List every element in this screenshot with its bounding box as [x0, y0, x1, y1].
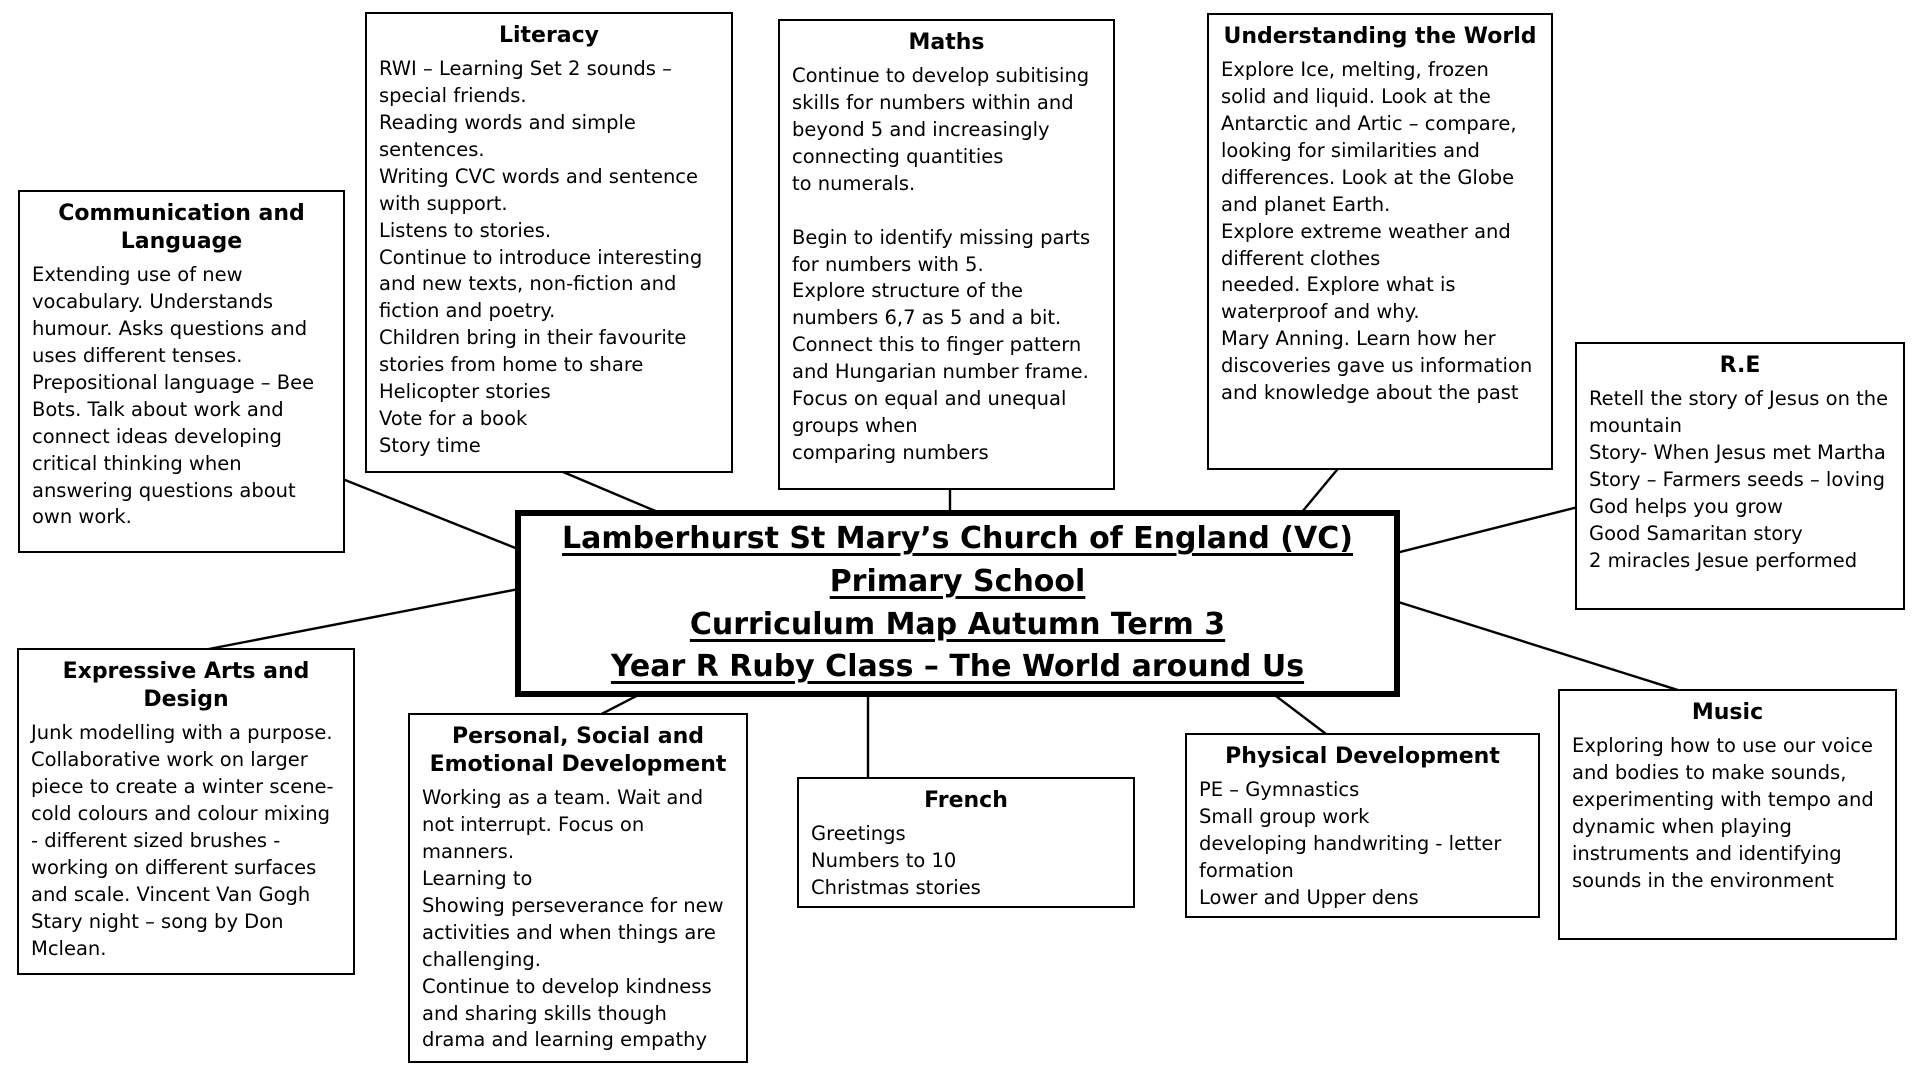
class-theme-line: Year R Ruby Class – The World around Us: [610, 649, 1305, 685]
connector-re-center: [1391, 504, 1583, 556]
map-term-line: Curriculum Map Autumn Term 3: [689, 606, 1226, 642]
box-body: Explore Ice, melting, frozen solid and l…: [1221, 58, 1533, 405]
box-title: Physical Development: [1225, 744, 1500, 769]
box-body: PE – Gymnastics Small group work develop…: [1199, 778, 1502, 909]
connector-literacy-center: [555, 467, 673, 520]
box-title: Personal, Social and Emotional Developme…: [429, 724, 727, 778]
box-title: Expressive Arts and Design: [62, 659, 310, 713]
box-body: Greetings Numbers to 10 Christmas storie…: [811, 822, 981, 899]
box-title: Maths: [908, 30, 985, 55]
box-body: Working as a team. Wait and not interrup…: [422, 786, 724, 1052]
box-body: Continue to develop subitising skills fo…: [792, 64, 1091, 464]
box-body: RWI – Learning Set 2 sounds – special fr…: [379, 57, 703, 457]
box-title: R.E: [1719, 353, 1761, 378]
subject-box-understanding-the-world: Understanding the World Explore Ice, mel…: [1207, 13, 1553, 470]
connector-comm-center: [339, 476, 529, 555]
subject-box-french: French Greetings Numbers to 10 Christmas…: [797, 777, 1135, 908]
box-body: Exploring how to use our voice and bodie…: [1572, 734, 1874, 892]
subject-box-expressive-arts-and-design: Expressive Arts and Design Junk modellin…: [17, 648, 355, 975]
box-body: Extending use of new vocabulary. Underst…: [32, 263, 315, 529]
center-title-box: Lamberhurst St Mary’s Church of England …: [515, 510, 1400, 697]
school-name-line-2: Primary School: [829, 563, 1086, 599]
box-title: Understanding the World: [1223, 24, 1537, 49]
box-title: Communication and Language: [58, 201, 305, 255]
subject-box-physical-development: Physical Development PE – Gymnastics Sma…: [1185, 733, 1540, 918]
subject-box-re: R.E Retell the story of Jesus on the mou…: [1575, 342, 1905, 610]
box-title: Music: [1691, 700, 1764, 725]
connector-utw-center: [1296, 464, 1342, 519]
box-body: Retell the story of Jesus on the mountai…: [1589, 387, 1889, 572]
subject-box-maths: Maths Continue to develop subitising ski…: [778, 19, 1115, 490]
connector-ead-center: [182, 586, 525, 656]
box-title: French: [924, 788, 1008, 813]
subject-box-music: Music Exploring how to use our voice and…: [1558, 689, 1897, 940]
subject-box-communication-and-language: Communication and Language Extending use…: [18, 190, 345, 553]
subject-box-literacy: Literacy RWI – Learning Set 2 sounds – s…: [365, 12, 733, 473]
box-body: Junk modelling with a purpose. Collabora…: [31, 721, 334, 960]
box-title: Literacy: [498, 23, 600, 48]
school-name-line-1: Lamberhurst St Mary’s Church of England …: [562, 521, 1353, 557]
connector-center-music: [1391, 598, 1701, 699]
connector-center-pd: [1267, 689, 1335, 741]
subject-box-psed: Personal, Social and Emotional Developme…: [408, 713, 748, 1063]
